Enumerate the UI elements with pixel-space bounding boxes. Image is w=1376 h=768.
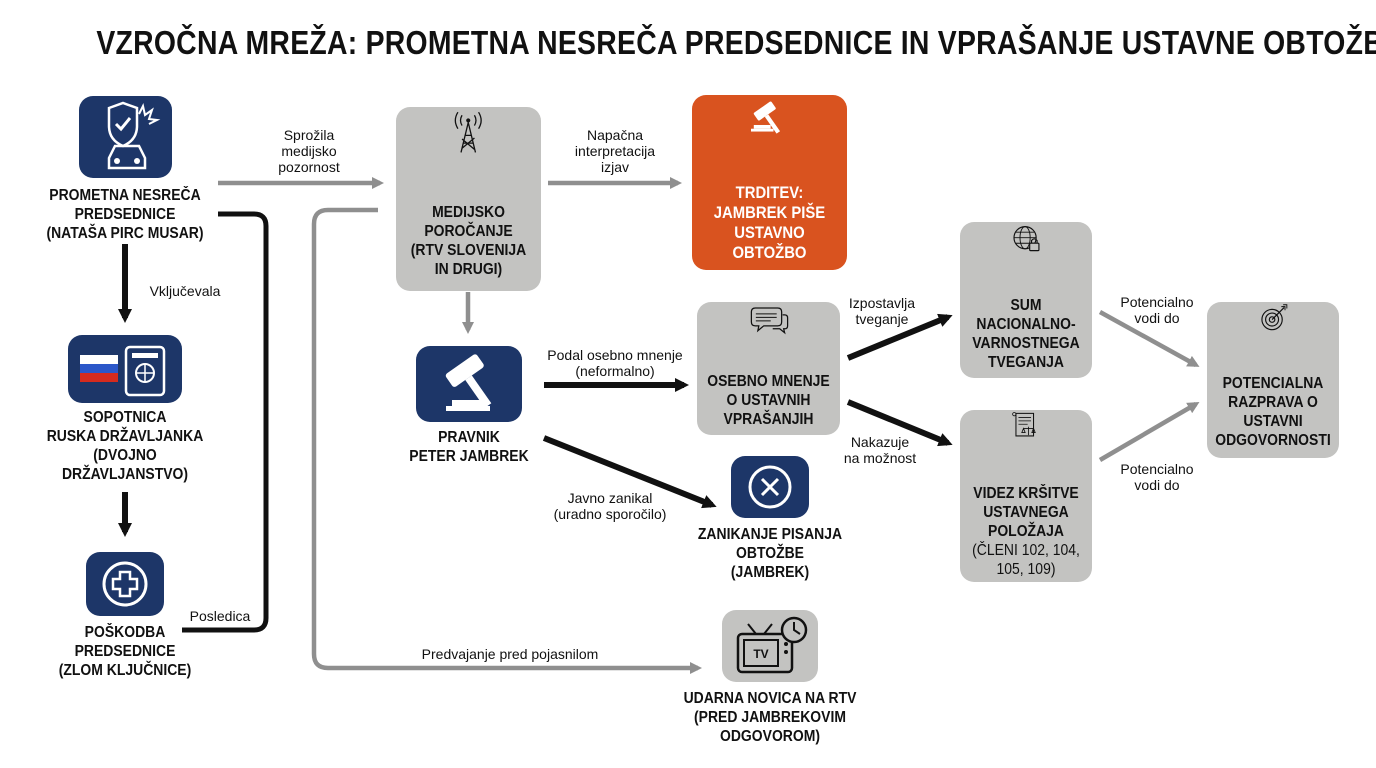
globe-lock-icon <box>1013 226 1040 252</box>
edge-label-accident-companion: Vključevala <box>149 283 221 299</box>
companion-label: SOPOTNICA RUSKA DRŽAVLJANKA (DVOJNO DRŽA… <box>46 409 204 483</box>
target-arrow-icon <box>1261 304 1288 331</box>
opinion-node-box: OSEBNO MNENJE O USTAVNIH VPRAŠANJIH <box>697 302 840 435</box>
edge-label-lawyer-opinion: Podal osebno mnenje (neformalno) <box>547 347 683 379</box>
claim-label: TRDITEV: JAMBREK PIŠE USTAVNO OBTOŽBO <box>713 184 826 262</box>
claim-node-box: TRDITEV: JAMBREK PIŠE USTAVNO OBTOŽBO <box>692 95 847 270</box>
injury-node-box <box>86 552 164 616</box>
violation-label: VIDEZ KRŠITVE USTAVNEGA POLOŽAJA (ČLENI … <box>972 485 1080 578</box>
edge-label-violation-debate: Potencialno vodi do <box>1120 461 1194 493</box>
violation-node-box: VIDEZ KRŠITVE USTAVNEGA POLOŽAJA (ČLENI … <box>960 410 1092 582</box>
headline-label: UDARNA NOVICA NA RTV (PRED JAMBREKOVIM O… <box>683 690 857 745</box>
medical-cross-icon <box>102 561 148 607</box>
edge-opinion-violation <box>846 399 953 447</box>
edge-label-security-debate: Potencialno vodi do <box>1120 294 1194 326</box>
denial-node-box <box>731 456 809 518</box>
broadcast-tower-icon <box>454 111 482 153</box>
edge-media-headline <box>311 207 702 674</box>
media-label: MEDIJSKO POROČANJE (RTV SLOVENIJA IN DRU… <box>410 204 527 278</box>
x-circle-icon <box>748 465 792 509</box>
edge-opinion-security <box>846 313 953 361</box>
edge-security-debate <box>1098 310 1200 367</box>
edge-label-lawyer-denial: Javno zanikal (uradno sporočilo) <box>553 490 667 522</box>
denial-label: ZANIKANJE PISANJA OBTOŽBE (JAMBREK) <box>697 526 843 581</box>
media-node-box: MEDIJSKO POROČANJE (RTV SLOVENIJA IN DRU… <box>396 107 541 291</box>
gavel-icon <box>445 354 492 411</box>
opinion-label: OSEBNO MNENJE O USTAVNIH VPRAŠANJIH <box>707 373 830 428</box>
headline-node-box: TV <box>722 610 818 682</box>
debate-label: POTENCIALNA RAZPRAVA O USTAVNI ODGOVORNO… <box>1215 375 1331 449</box>
accident-label: PROMETNA NESREČA PREDSEDNICE (NATAŠA PIR… <box>46 187 204 242</box>
edge-injury-media <box>182 211 269 633</box>
debate-node-box: POTENCIALNA RAZPRAVA O USTAVNI ODGOVORNO… <box>1207 302 1339 458</box>
security-label: SUM NACIONALNO- VARNOSTNEGA TVEGANJA <box>972 297 1080 371</box>
security-node-box: SUM NACIONALNO- VARNOSTNEGA TVEGANJA <box>960 222 1092 378</box>
edge-violation-debate <box>1098 401 1200 462</box>
svg-text:TV: TV <box>753 647 768 661</box>
lawyer-node-box <box>416 346 522 422</box>
edge-label-opinion-violation: Nakazuje na možnost <box>843 434 917 466</box>
edge-label-media-headline: Predvajanje pred pojasnilom <box>421 646 599 662</box>
shield-car-crash-icon <box>107 101 161 170</box>
edge-label-opinion-security: Izpostavlja tveganje <box>848 295 916 327</box>
companion-node-box <box>68 335 182 403</box>
scroll-scales-icon <box>1012 412 1036 437</box>
speech-bubbles-icon <box>750 307 789 335</box>
russian-flag-passport-icon <box>80 345 166 397</box>
lawyer-label: PRAVNIK PETER JAMBREK <box>409 429 529 465</box>
injury-label: POŠKODBA PREDSEDNICE (ZLOM KLJUČNICE) <box>58 624 192 679</box>
edge-label-accident-media: Sprožila medijsko pozornost <box>278 127 340 175</box>
edge-label-media-claim: Napačna interpretacija izjav <box>574 127 656 175</box>
edge-label-injury-media: Posledica <box>189 608 251 624</box>
tv-clock-icon: TV <box>736 616 808 674</box>
page-title: VZROČNA MREŽA: PROMETNA NESREČA PREDSEDN… <box>96 24 1376 61</box>
accident-node-box <box>79 96 172 178</box>
edge-lawyer-denial <box>542 435 717 509</box>
gavel-icon <box>750 101 781 134</box>
